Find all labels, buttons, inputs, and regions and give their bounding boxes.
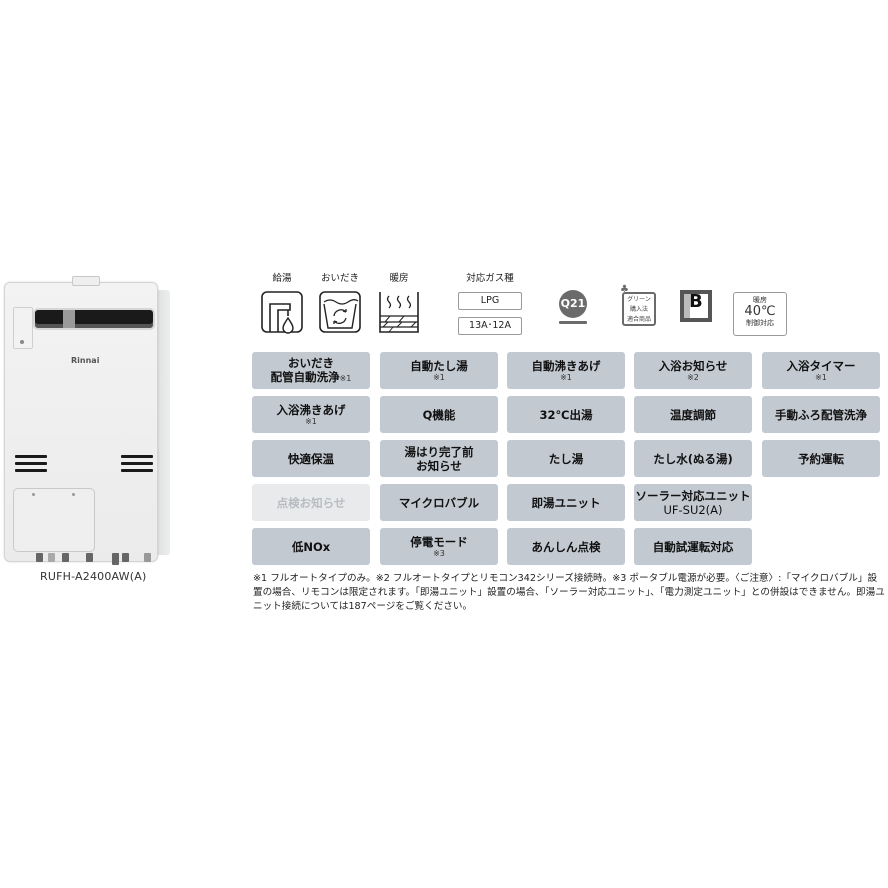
feature-safety-inspection: あんしん点検 — [507, 528, 625, 565]
feature-fill-complete-notice: 湯はり完了前お知らせ — [380, 440, 498, 477]
bath-circulation-icon — [318, 290, 362, 334]
feature-comfort-keep-warm: 快適保温 — [252, 440, 370, 477]
heating-40c-control-badge: 暖房 40℃ 制御対応 — [733, 292, 787, 336]
gas-badge-lpg: LPG — [458, 292, 522, 310]
pipe-connections — [36, 553, 156, 565]
feature-auto-reheat: 自動沸きあげ※1 — [507, 352, 625, 389]
floor-heating-icon — [377, 290, 421, 334]
q21-certification-icon: Q21 — [557, 290, 589, 326]
leaf-icon: ♣ — [620, 284, 629, 295]
brand-logo: Rinnai — [71, 356, 100, 365]
feature-add-cold-water: たし水(ぬる湯) — [634, 440, 752, 477]
feature-q-function: Q機能 — [380, 396, 498, 433]
feature-micro-bubble: マイクロバブル — [380, 484, 498, 521]
gas-type-caption: 対応ガス種 — [466, 273, 514, 284]
ub-mark-icon: B — [680, 290, 712, 322]
reheat-caption: おいだき — [320, 273, 359, 284]
intake-vent-right — [121, 455, 153, 476]
gas-badge-city: 13A･12A — [458, 317, 522, 335]
feature-add-hot-water: たし湯 — [507, 440, 625, 477]
feature-temperature-control: 温度調節 — [634, 396, 752, 433]
faucet-drop-icon — [260, 290, 304, 334]
green-purchase-label: グリーン 購入法 適合商品 — [622, 292, 656, 326]
feature-power-outage-mode: 停電モード※3 — [380, 528, 498, 565]
hot-water-caption: 給湯 — [272, 273, 292, 284]
feature-auto-test-run: 自動試運転対応 — [634, 528, 752, 565]
feature-inspection-notice: 点検お知らせ — [252, 484, 370, 521]
feature-scheduled-operation: 予約運転 — [762, 440, 880, 477]
feature-32c-output: 32℃出湯 — [507, 396, 625, 433]
intake-vent-left — [15, 455, 47, 476]
green-purchase-icon: ♣ グリーン 購入法 適合商品 — [620, 284, 658, 328]
service-panel — [13, 488, 95, 552]
feature-auto-add-hot-water: 自動たし湯※1 — [380, 352, 498, 389]
feature-low-nox: 低NOx — [252, 528, 370, 565]
mounting-bracket — [72, 276, 100, 286]
feature-reheat-pipe-auto-clean: おいだき 配管自動洗浄※1 — [252, 352, 370, 389]
unit-front-cover: Rinnai — [4, 282, 158, 562]
feature-bath-heating: 入浴沸きあげ※1 — [252, 396, 370, 433]
feature-bath-timer: 入浴タイマー※1 — [762, 352, 880, 389]
feature-instant-hot-unit: 即湯ユニット — [507, 484, 625, 521]
unit-indicator-panel — [13, 307, 33, 349]
reheat-spec: おいだき — [316, 272, 364, 334]
feature-bath-notification: 入浴お知らせ※2 — [634, 352, 752, 389]
heating-spec: 暖房 — [376, 272, 422, 334]
feature-manual-pipe-clean: 手動ふろ配管洗浄 — [762, 396, 880, 433]
spec-icon-row: 給湯 おいだき 暖房 — [250, 272, 790, 342]
heating-caption: 暖房 — [389, 273, 409, 284]
exhaust-vent — [33, 308, 155, 330]
footnotes: ※1 フルオートタイプのみ。※2 フルオートタイプとリモコン342シリーズ接続時… — [253, 573, 885, 612]
model-number: RUFH-A2400AW(A) — [40, 570, 147, 583]
gas-type-spec: 対応ガス種 LPG 13A･12A — [450, 272, 530, 335]
hot-water-spec: 給湯 — [260, 272, 304, 334]
product-image: Rinnai — [0, 270, 180, 570]
